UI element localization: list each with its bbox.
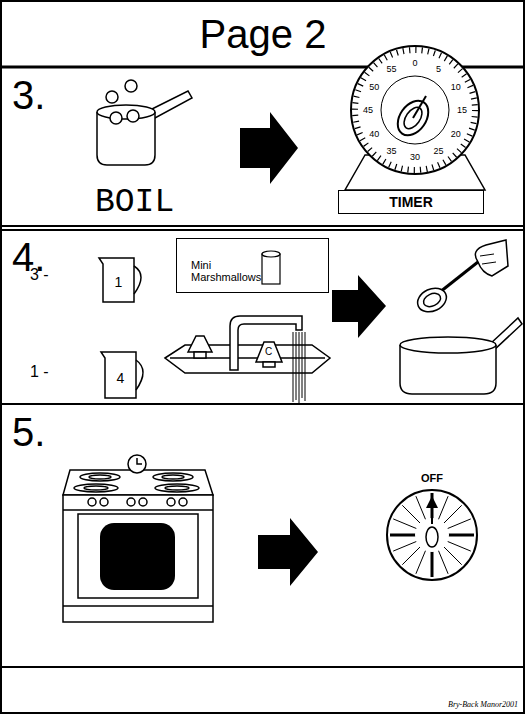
- bag-label: Mini Marshmallows: [191, 259, 266, 283]
- quantity: 3 -: [30, 266, 49, 284]
- timer-number: 15: [452, 105, 472, 115]
- step-number: 5.: [12, 410, 45, 454]
- measuring-cup: 4: [105, 358, 136, 398]
- step-caption: BOIL: [95, 185, 174, 221]
- cup-size: 4: [105, 370, 136, 386]
- step-band: 4.1Mini Marshmallows4: [0, 231, 526, 404]
- timer-number: 20: [446, 129, 466, 139]
- timer-plate: TIMER: [338, 190, 484, 214]
- cup-size: 1: [103, 274, 134, 290]
- timer-label: TIMER: [339, 194, 483, 210]
- timer-number: 5: [429, 64, 449, 74]
- faucet-mark: C: [265, 346, 272, 357]
- step-band: 3. TIMER: [0, 69, 526, 226]
- timer-number: 10: [446, 82, 466, 92]
- timer-number: 50: [364, 82, 384, 92]
- timer-number: 30: [405, 152, 425, 162]
- timer-number: 0: [405, 58, 425, 68]
- timer-number: 35: [382, 146, 402, 156]
- timer-number: 25: [429, 146, 449, 156]
- step-number: 3.: [12, 73, 45, 117]
- page-title: Page 2: [0, 10, 526, 58]
- stove-dial: OFF: [387, 472, 477, 582]
- quantity: 1 -: [30, 363, 49, 381]
- timer-number: 55: [382, 64, 402, 74]
- timer-number: 45: [358, 105, 378, 115]
- dial-label: OFF: [387, 472, 477, 484]
- timer-number: 40: [364, 129, 384, 139]
- marshmallow-bag: Mini Marshmallows: [176, 238, 329, 293]
- measuring-cup: 1: [103, 262, 134, 302]
- step-band: 5. OFF: [0, 406, 526, 666]
- signature: Bry-Back Manor2001: [400, 700, 518, 710]
